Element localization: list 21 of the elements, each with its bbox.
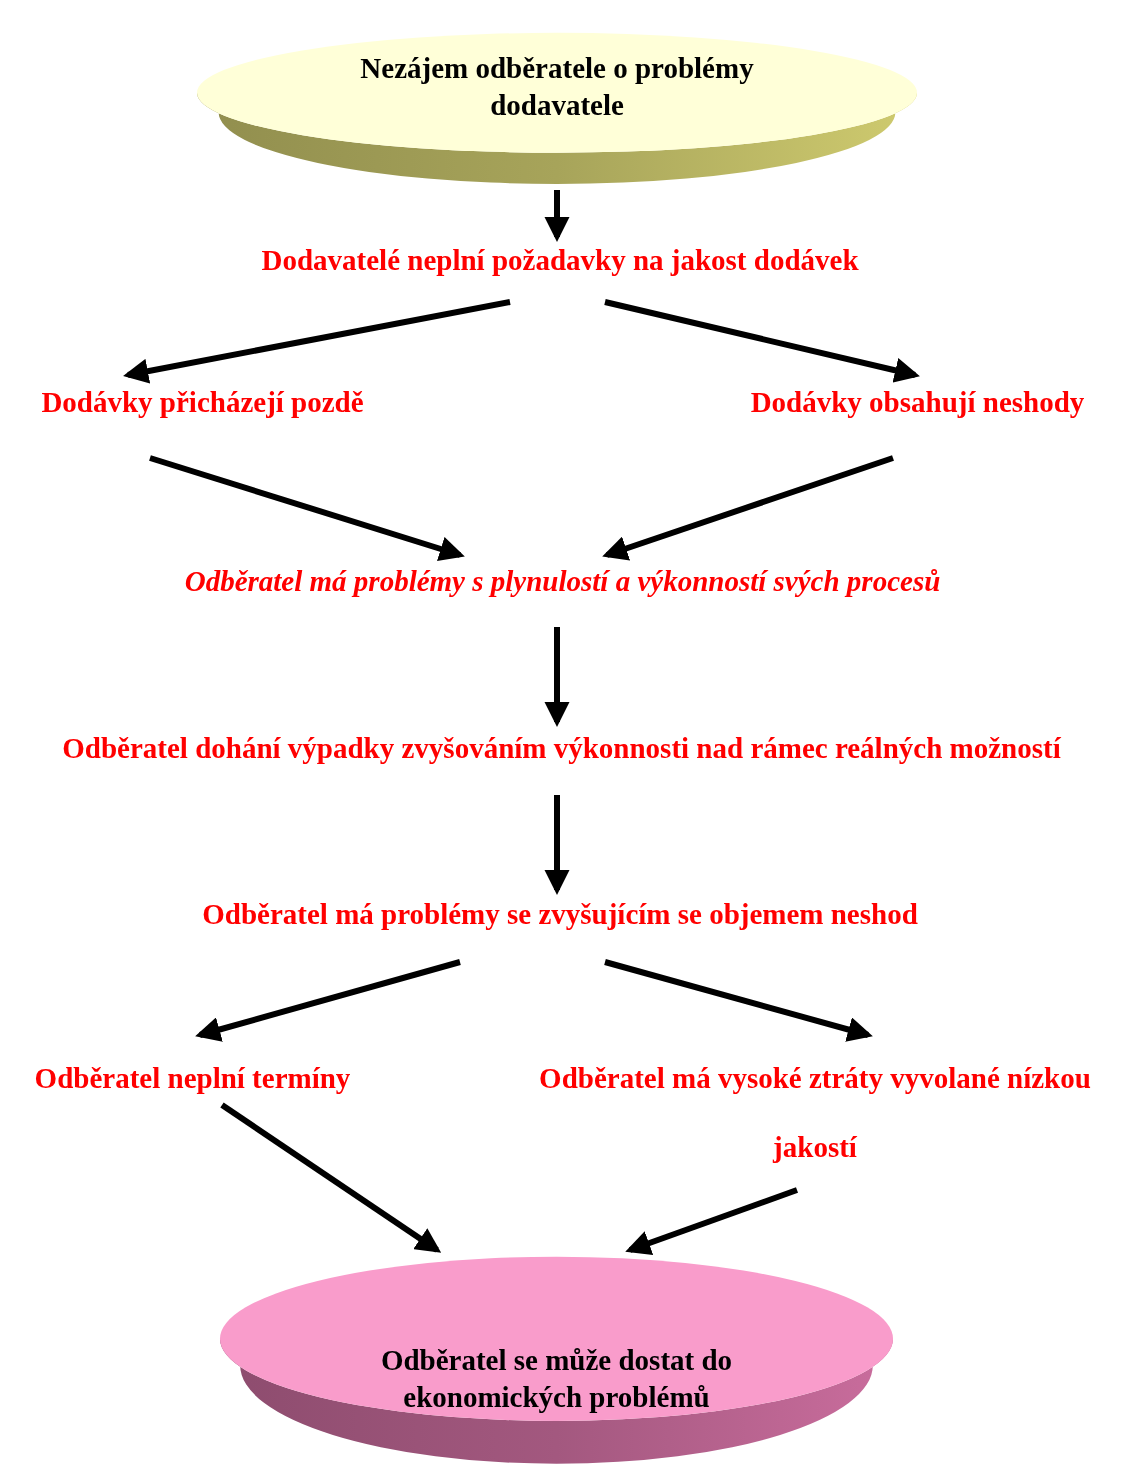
statement-text: Odběratel má problémy se zvyšujícím se objemem neshod: [201, 897, 919, 931]
arrow: [149, 455, 465, 561]
arrow: [604, 299, 920, 383]
arrow: [604, 959, 873, 1042]
statement-text: Odběratel má problémy s plynulostí a výkonností svých procesů: [183, 564, 942, 598]
arrow: [195, 959, 461, 1042]
statement-text: Odběratel dohání výpadky zvyšováním výkonnosti nad rámec reálných možností: [61, 731, 1062, 765]
ellipse-label: Nezájem odběratele o problémy dodavatele: [359, 51, 755, 123]
arrow: [544, 190, 570, 243]
statement-text: Odběratel neplní termíny: [33, 1061, 352, 1095]
arrow: [123, 299, 511, 384]
arrow: [544, 627, 570, 728]
statement-text: Odběratel má vysoké ztráty vyvolané nízkou jakostí: [538, 1061, 1092, 1165]
statement-text: Dodávky obsahují neshody: [749, 385, 1086, 419]
arrow: [220, 1102, 442, 1253]
arrow: [544, 795, 570, 896]
arrow: [602, 455, 894, 561]
statement-text: Dodavatelé neplní požadavky na jakost dodávek: [260, 243, 860, 277]
statement-text: Dodávky přicházejí pozdě: [40, 385, 365, 419]
arrow: [625, 1187, 798, 1256]
ellipse-label: Odběratel se může dostat do ekonomických problémů: [379, 1343, 734, 1415]
